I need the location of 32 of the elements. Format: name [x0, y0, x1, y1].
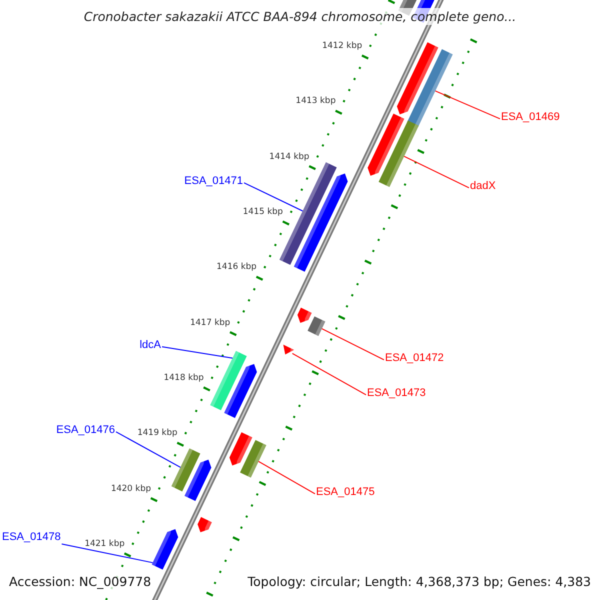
gene-label: ESA_01471: [184, 175, 243, 188]
gene-feature: [407, 49, 453, 128]
gene-feature: [171, 448, 200, 492]
leader-line: [321, 328, 384, 360]
gene-label: ESA_01472: [385, 352, 444, 365]
gene-label: ESA_01478: [2, 531, 61, 544]
leader-line: [292, 352, 366, 396]
gene-feature: [210, 350, 247, 410]
scale-label: 1415 kbp: [242, 206, 283, 217]
gene-feature: [152, 527, 178, 570]
gene-label: ESA_01476: [56, 424, 115, 437]
gene-feature: [378, 120, 419, 188]
scale-label: 1416 kbp: [216, 262, 257, 272]
scale-label: 1412 kbp: [322, 40, 362, 51]
accession-text: Accession: NC_009778: [7, 573, 154, 590]
leader-line: [244, 182, 304, 212]
leader-line: [162, 346, 233, 359]
leader-line: [116, 431, 181, 468]
gene-feature: [308, 316, 326, 336]
leader-line: [61, 544, 154, 564]
gene-label: ESA_01475: [316, 486, 375, 499]
gene-label: ESA_01469: [501, 111, 560, 124]
gene-feature: [283, 344, 294, 356]
scale-label: 1419 kbp: [137, 428, 178, 438]
gene-label: dadX: [470, 180, 496, 193]
leader-line: [404, 156, 470, 188]
leader-line: [434, 90, 500, 120]
gene-label: ldcA: [140, 339, 161, 352]
scale-label: 1420 kbp: [110, 484, 152, 494]
gene-feature: [240, 440, 266, 478]
gene-label: ESA_01473: [367, 387, 426, 400]
scale-label: 1413 kbp: [296, 96, 336, 106]
